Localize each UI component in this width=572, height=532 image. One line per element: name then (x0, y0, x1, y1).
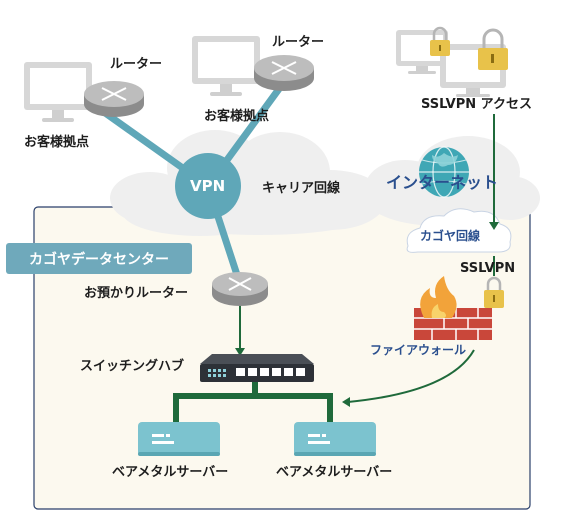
lock-icon (484, 276, 504, 308)
monitor-icon (192, 36, 260, 96)
server-icon (138, 422, 220, 456)
firewall-label: ファイアウォール (370, 343, 467, 357)
switch-icon (200, 354, 314, 382)
sslvpn-access-label: SSLVPN アクセス (421, 97, 532, 112)
router-label-top: ルーター (272, 35, 325, 50)
site-label-top: お客様拠点 (204, 109, 270, 124)
hosted-router-label: お預かりルーター (84, 286, 189, 301)
router-icon (212, 272, 268, 306)
server-label-right: ベアメタルサーバー (276, 465, 393, 480)
carrier-line-label: キャリア回線 (262, 181, 341, 196)
router-icon (254, 55, 314, 91)
monitor-icon (24, 62, 92, 122)
lock-icon (430, 26, 450, 56)
internet-label: インターネット (386, 173, 499, 192)
sslvpn-label: SSLVPN (460, 261, 516, 276)
router-icon (84, 81, 144, 117)
vpn-node (175, 153, 241, 219)
kagoya-cloud (406, 208, 512, 253)
firewall-icon (414, 276, 492, 340)
datacenter-badge: カゴヤデータセンター (6, 243, 192, 274)
switching-hub-label: スイッチングハブ (80, 359, 185, 374)
router-label-left: ルーター (110, 57, 163, 72)
globe-icon (419, 146, 469, 198)
lock-icon (478, 28, 508, 70)
carrier-cloud (110, 130, 386, 236)
kagoya-line-label: カゴヤ回線 (420, 229, 481, 243)
site-label-left: お客様拠点 (24, 135, 90, 150)
server-label-left: ベアメタルサーバー (112, 465, 229, 480)
server-icon (294, 422, 376, 456)
vpn-label: VPN (190, 177, 226, 195)
green-links (173, 114, 495, 422)
arrowheads (235, 222, 499, 407)
